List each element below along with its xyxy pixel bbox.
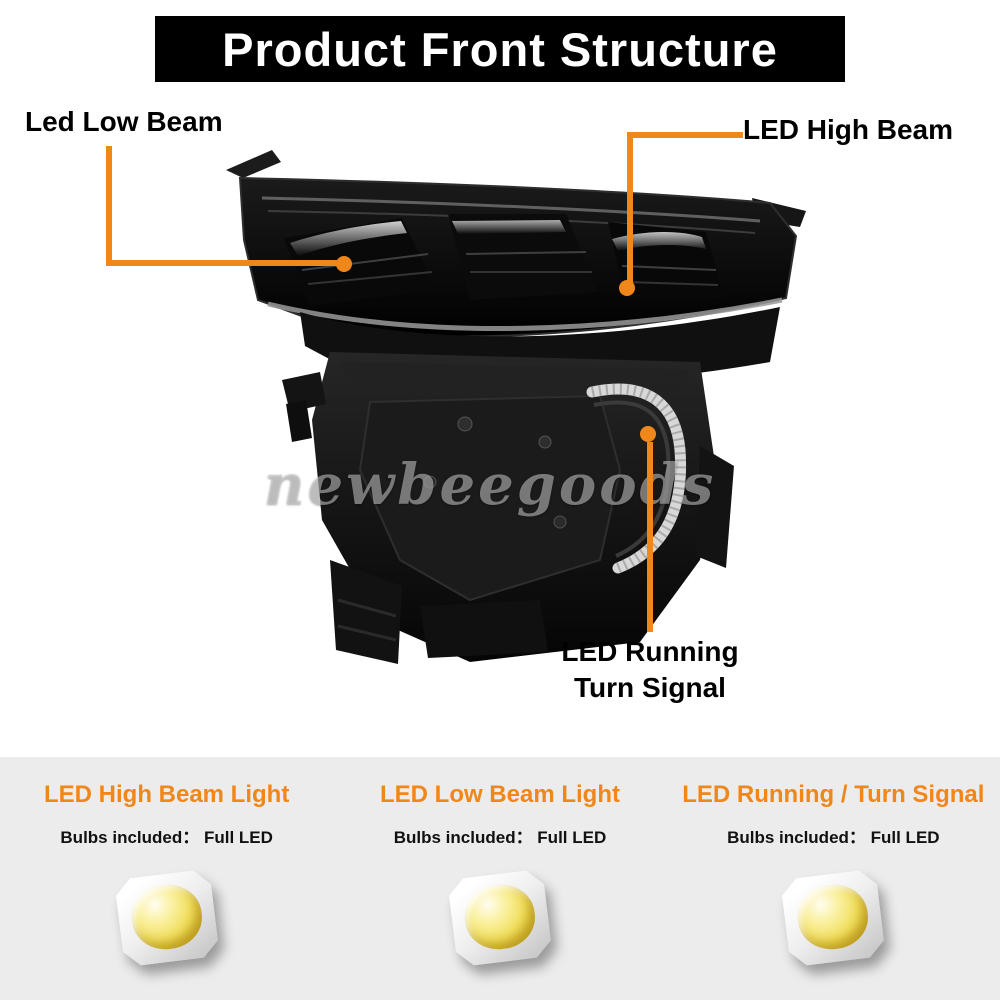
callout-dot-running-signal xyxy=(640,426,656,442)
spec-heading: LED High Beam Light xyxy=(43,781,290,808)
callout-line-high-beam-vertical xyxy=(627,132,633,284)
callout-line-high-beam-horizontal xyxy=(633,132,743,138)
callout-label-running-line2: Turn Signal xyxy=(574,671,726,703)
spec-column-high-beam: LED High Beam Light Bulbs included： Full… xyxy=(0,757,333,1000)
led-chip-image xyxy=(119,874,215,962)
callout-line-low-beam-horizontal xyxy=(106,260,338,266)
callout-label-running-signal: LED Running Turn Signal xyxy=(470,634,830,706)
led-chip-base xyxy=(447,868,553,967)
led-chip-dome xyxy=(461,881,538,953)
callout-line-low-beam-vertical xyxy=(106,146,112,264)
led-chip-dome xyxy=(128,881,205,953)
spec-heading: LED Low Beam Light xyxy=(379,781,620,808)
led-chip-image xyxy=(785,874,881,962)
led-chip-dome xyxy=(795,881,872,953)
callout-label-low-beam: Led Low Beam xyxy=(25,106,223,137)
spec-heading: LED Running / Turn Signal xyxy=(682,781,985,808)
spec-panel: LED High Beam Light Bulbs included： Full… xyxy=(0,757,1000,1000)
led-chip-base xyxy=(114,868,220,967)
spec-bulbs-included: Bulbs included： Full LED xyxy=(60,828,273,847)
led-chip-base xyxy=(780,868,886,967)
spec-column-low-beam: LED Low Beam Light Bulbs included： Full … xyxy=(333,757,666,1000)
spec-column-running-signal: LED Running / Turn Signal Bulbs included… xyxy=(667,757,1000,1000)
watermark: newbeegoods xyxy=(263,452,717,518)
spec-bulbs-included: Bulbs included： Full LED xyxy=(727,828,940,847)
page-title: Product Front Structure xyxy=(155,16,845,82)
spec-bulbs-included: Bulbs included： Full LED xyxy=(393,828,607,847)
led-chip-image xyxy=(452,874,548,962)
callout-dot-low-beam xyxy=(336,256,352,272)
callout-label-running-line1: LED Running xyxy=(561,636,739,667)
callout-line-running-signal-vertical xyxy=(647,442,653,632)
callout-label-high-beam: LED High Beam xyxy=(743,114,954,145)
callout-dot-high-beam xyxy=(619,280,635,296)
